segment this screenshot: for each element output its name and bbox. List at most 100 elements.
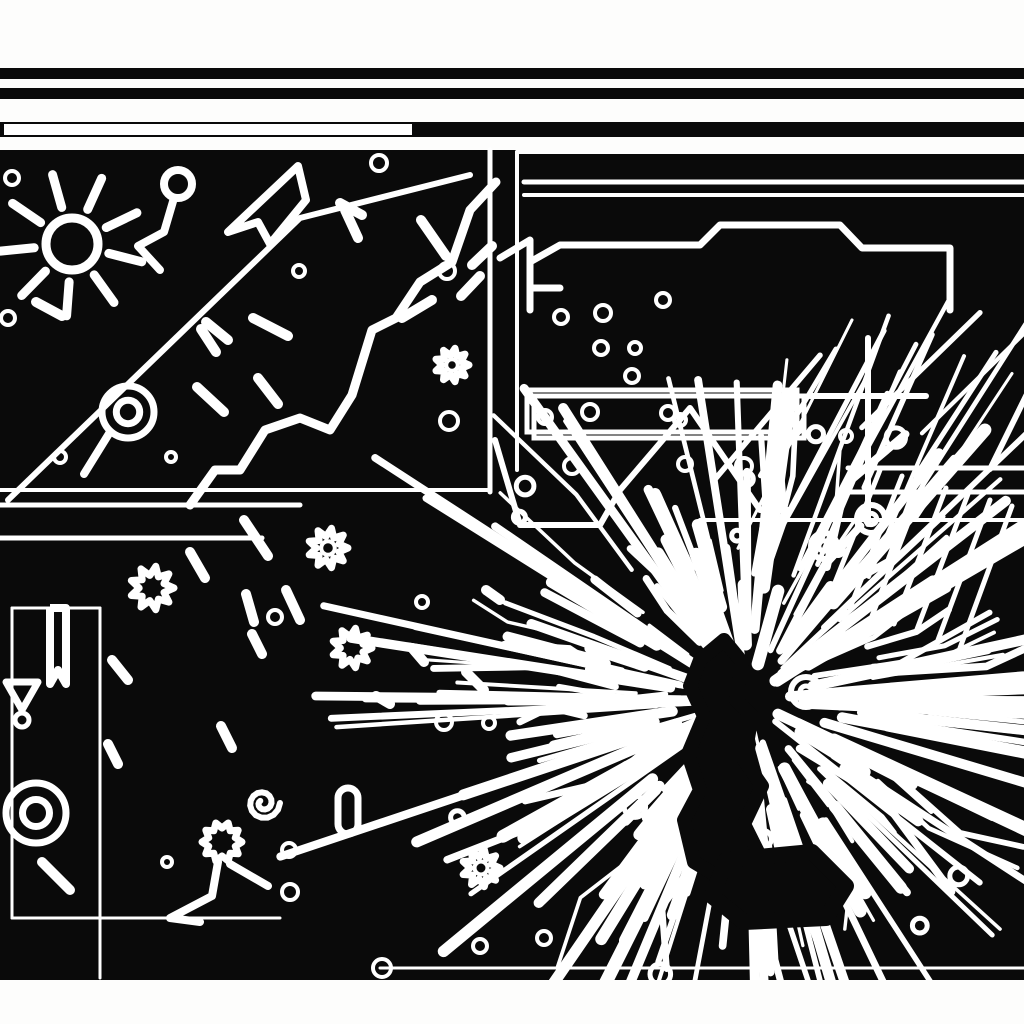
cursor-anchor [12,710,32,730]
hatch-stroke [838,299,951,501]
sketch-dash [456,271,485,301]
burst-ray-stepped [751,433,769,577]
dot-marker [160,855,174,869]
burst-ray [780,763,824,833]
ring-inner [19,796,53,830]
spark-icon-1[interactable] [127,562,178,614]
burst-ray-stepped [875,778,1020,871]
burst-ray [691,518,728,613]
magnifier-icon[interactable] [134,166,196,274]
burst-ray-stepped [803,505,866,606]
burst-ray-stepped [795,744,956,896]
sketch-dash [239,515,273,561]
burst-ray [772,718,983,886]
burst-ray [812,644,993,691]
burst-ray [839,702,1024,719]
burst-ray [819,717,1024,788]
sketch-dash [281,585,305,625]
sketch-dash [248,313,293,341]
burst-ray-stepped [516,703,588,726]
sketch-dash [247,629,267,659]
dot-marker [414,594,430,610]
burst-ray [821,431,1024,631]
dot-marker [52,449,68,465]
burst-ray-stepped [500,640,598,669]
dot-marker [552,308,570,326]
cursor-arrow-icon[interactable] [2,678,42,714]
burst-ring [580,720,599,738]
burst-ring [883,425,908,450]
bookmark-icon[interactable] [46,604,70,688]
menu-bar[interactable] [0,88,1024,99]
magnifier-handle [134,194,178,274]
burst-ray-stepped [801,547,882,639]
burst-ray [751,584,785,671]
burst-ray [455,680,638,696]
burst-ray [737,578,752,651]
ring-inner [112,396,144,428]
badge-starburst [305,524,352,572]
sketch-dash [340,205,363,243]
panel-notch-path [496,236,564,292]
sun-ray [0,243,39,256]
badge-glyph [444,357,460,373]
burst-ray [506,719,652,763]
sun-ray [62,277,74,321]
sun-ray [104,248,147,267]
burst-ray-stepped [821,693,904,711]
burst-ray [334,703,659,730]
dot-marker [371,957,393,979]
gear-ring [198,819,246,865]
burst-badge-n[interactable] [459,845,504,891]
burst-ray [656,491,712,613]
sketch-dash [481,585,505,605]
figure-leg [166,858,222,926]
title-bar[interactable] [0,68,1024,79]
burst-ray-stepped [822,430,910,571]
sketch-dash [467,241,497,270]
burst-ray [857,713,1024,746]
hatch-stroke [847,473,905,611]
sun-ray [89,270,119,307]
burst-ray-stepped [847,707,916,734]
burst-ring [595,720,623,747]
burst-core-shadow [704,844,854,930]
burst-ray-stepped [876,616,1000,661]
gear-figure-icon[interactable] [166,819,272,926]
target-icon[interactable] [80,382,158,478]
burst-badge-c[interactable] [305,524,352,572]
ring-outer [2,779,70,847]
sketch-dash [241,589,259,627]
badge-starburst [432,344,473,386]
hatch-stroke [987,393,1024,472]
burst-ray [708,538,724,593]
burst-badge-g[interactable] [432,344,473,386]
sketch-dash [461,667,489,695]
window-header [0,68,1024,137]
burst-ray [666,376,716,561]
burst-ray-stepped [759,446,789,586]
burst-ray [721,543,742,629]
burst-ray [859,707,1024,735]
burst-ray-stepped [789,570,961,676]
burst-ring [510,508,528,526]
sketch-dash [397,295,437,323]
burst-ray-stepped [842,534,950,624]
burst-ray [861,751,1024,835]
burst-ray [276,736,631,861]
burst-ray [883,723,1024,759]
burst-ray-stepped [556,683,669,702]
progress-bar-fill[interactable] [4,124,412,135]
sun-icon[interactable] [0,170,147,321]
burst-ray-stepped [555,849,642,970]
hatch-stroke [782,328,887,522]
pennant-arrow [224,162,310,248]
burst-ring [448,808,467,827]
ring-icon-large[interactable] [2,779,70,847]
target-handle [80,428,114,478]
spiral-icon[interactable] [247,789,283,821]
dot-marker [369,153,389,173]
burst-ray-stepped [864,606,952,650]
burst-ray [491,522,715,679]
sun-ray [48,170,67,212]
